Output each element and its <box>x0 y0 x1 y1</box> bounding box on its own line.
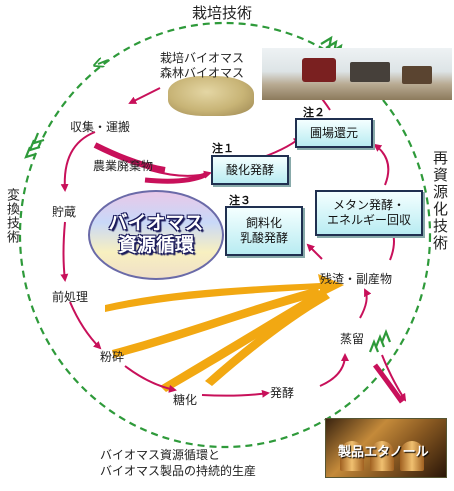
crushing-label: 粉砕 <box>100 350 125 364</box>
center-title-line2: 資源循環 <box>117 234 194 256</box>
biomass-cycle-center: バイオマス 資源循環 <box>88 190 224 280</box>
cultivated-biomass-label: 栽培バイオマス <box>160 51 245 65</box>
cultivation-tech-label: 栽培技術 <box>192 4 253 22</box>
conversion-flow-arrows <box>105 274 344 392</box>
note-2: 注２ <box>303 106 325 119</box>
cycle-chevron-left <box>24 132 45 159</box>
waste-arrow-thick <box>93 142 166 173</box>
residue-byproduct-label: 残渣・副産物 <box>320 272 393 286</box>
farm-field-photo <box>262 48 452 100</box>
center-title-line1: バイオマス <box>108 212 204 235</box>
ethanol-product-label: 製品エタノール <box>338 445 429 460</box>
fermentation-label: 発酵 <box>270 386 295 400</box>
distillation-label: 蒸留 <box>340 332 365 346</box>
agri-waste-label: 農業廃棄物 <box>93 159 154 173</box>
ethanol-product-photo: 製品エタノール <box>325 418 447 478</box>
storage-label: 貯蔵 <box>52 205 77 219</box>
feed-text: 飼料化 <box>245 216 282 230</box>
note-1: 注１ <box>212 142 234 155</box>
caption-line1: バイオマス資源循環と <box>100 448 221 462</box>
note-3: 注３ <box>229 194 251 207</box>
cycle-circle <box>18 21 432 449</box>
energy-recovery-text: エネルギー回収 <box>326 213 411 227</box>
caption-line2: バイオマス製品の持続的生産 <box>100 463 257 478</box>
pretreatment-label: 前処理 <box>52 290 89 304</box>
acid-arrow-thick <box>144 172 207 184</box>
methane-energy-box: メタン発酵・ エネルギー回収 <box>315 190 423 236</box>
acid-fermentation-text: 酸化発酵 <box>225 162 274 177</box>
lactic-fermentation-text: 乳酸発酵 <box>239 231 288 245</box>
cycle-chevron-bottom-right <box>368 329 392 353</box>
collection-transport-label: 収集・運搬 <box>70 120 131 134</box>
acid-fermentation-box: 酸化発酵 <box>211 155 289 185</box>
forest-biomass-label: 森林バイオマス <box>160 66 245 80</box>
conversion-tech-label: 変換技術 <box>4 188 19 244</box>
feed-lactic-box: 飼料化 乳酸発酵 <box>225 206 303 256</box>
hay-bale-image <box>168 76 254 116</box>
field-return-text: 圃場還元 <box>309 125 358 140</box>
saccharification-label: 糖化 <box>173 393 198 407</box>
methane-text: メタン発酵・ <box>332 198 405 212</box>
diagram-caption: バイオマス資源循環と バイオマス製品の持続的生産 <box>100 448 256 479</box>
recycling-tech-label: 再資源化技術 <box>431 150 449 252</box>
field-return-box: 圃場還元 <box>295 118 373 148</box>
